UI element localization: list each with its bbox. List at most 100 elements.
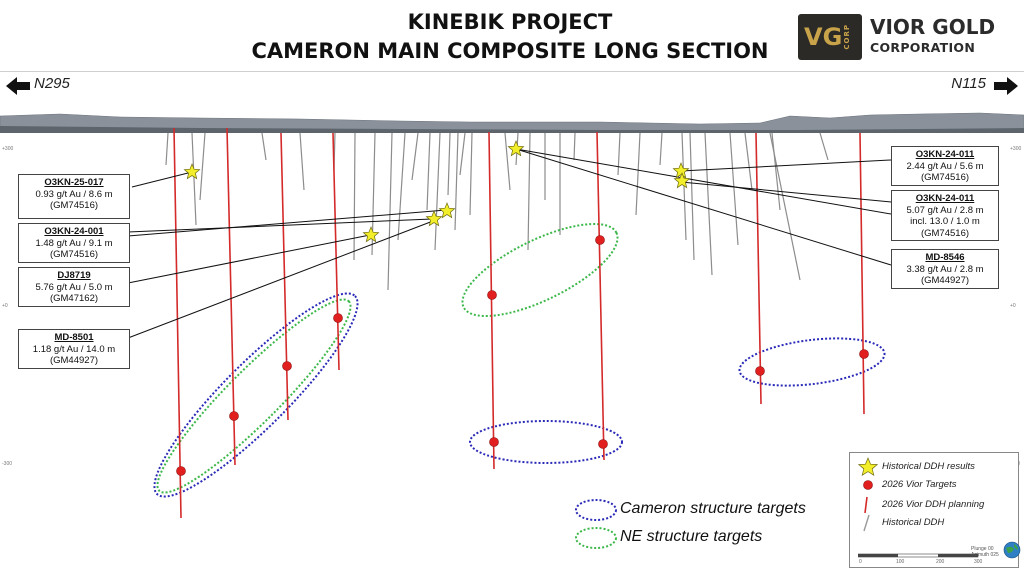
historical-ddh xyxy=(397,132,406,241)
ne-structure-targets xyxy=(156,223,619,494)
vior-target-point xyxy=(859,349,869,359)
callout-grade: 5.07 g/t Au / 2.8 m xyxy=(906,204,984,216)
plunge-azimuth: Plunge 00 Azimuth 025 xyxy=(971,546,999,558)
planned-ddh xyxy=(488,131,495,470)
arrow-right-icon xyxy=(994,77,1018,95)
historical-result-star xyxy=(507,140,525,157)
logo-badge: VG CORP xyxy=(798,14,862,60)
historical-ddh xyxy=(191,132,197,226)
elevation-tick-right-2: +0 xyxy=(1010,303,1016,309)
scale-label-300: 300 xyxy=(974,559,983,565)
historical-ddh xyxy=(454,132,459,231)
vior-target-point xyxy=(176,466,186,476)
plunge-label: Plunge 00 xyxy=(971,546,994,552)
historical-ddh xyxy=(617,132,621,176)
callout-grade: 1.18 g/t Au / 14.0 m xyxy=(32,343,116,355)
callout-incl: incl. 13.0 / 1.0 m xyxy=(910,216,980,227)
ne-target-ellipse xyxy=(156,298,352,494)
callout-leader xyxy=(680,181,892,203)
azimuth-label: Azimuth 025 xyxy=(971,552,999,558)
cameron-target-ellipse xyxy=(469,420,623,464)
historical-ddh xyxy=(387,132,393,291)
callout-leader xyxy=(680,159,892,172)
callout-hole-id: O3KN-24-011 xyxy=(915,193,975,204)
planned-ddh xyxy=(596,131,605,461)
historical-ddh xyxy=(434,132,441,251)
ne-legend-swatch xyxy=(575,527,617,549)
planned-ddh xyxy=(173,127,182,519)
planned-ddh xyxy=(755,132,762,405)
planned-ddh xyxy=(332,132,340,371)
callout-hole-id: O3KN-24-001 xyxy=(44,226,104,237)
logo-badge-text: VG xyxy=(804,23,843,51)
cameron-legend-swatch xyxy=(575,499,617,521)
historical-ddh xyxy=(744,132,753,191)
ne-legend-label: NE structure targets xyxy=(620,528,763,545)
historical-ddh xyxy=(299,132,305,191)
historical-ddh xyxy=(704,132,713,276)
planned-ddh-traces xyxy=(173,127,865,519)
callout-o3kn-24-001: O3KN-24-001 1.48 g/t Au / 9.1 m (GM74516… xyxy=(18,223,130,263)
title-line-1: KINEBIK PROJECT xyxy=(407,10,613,34)
callout-ref: (GM74516) xyxy=(49,249,99,260)
gray-line-legend-icon xyxy=(863,514,870,532)
callout-grade: 5.76 g/t Au / 5.0 m xyxy=(35,281,113,293)
historical-ddh xyxy=(447,132,451,196)
callout-dj8719: DJ8719 5.76 g/t Au / 5.0 m (GM47162) xyxy=(18,267,130,307)
orientation-globe-icon xyxy=(1003,541,1021,559)
planned-ddh xyxy=(226,127,236,466)
historical-ddh xyxy=(771,132,781,211)
callout-leader xyxy=(127,220,434,339)
historical-result-star xyxy=(425,210,443,227)
vior-target-point xyxy=(598,439,608,449)
callout-grade: 3.38 g/t Au / 2.8 m xyxy=(906,263,984,275)
callout-o3kn-24-011-b: O3KN-24-011 5.07 g/t Au / 2.8 m incl. 13… xyxy=(891,190,999,241)
cameron-legend-label: Cameron structure targets xyxy=(620,500,806,517)
vior-target-point xyxy=(282,361,292,371)
historical-result-star xyxy=(362,226,380,243)
historical-ddh xyxy=(199,132,206,201)
cameron-target-ellipse xyxy=(738,337,886,387)
legend-vior-targets: 2026 Vior Targets xyxy=(882,479,957,490)
scale-bar xyxy=(858,553,979,558)
vior-target-point xyxy=(755,366,765,376)
callout-leader xyxy=(127,218,433,233)
callout-leader xyxy=(515,148,892,215)
historical-result-stars xyxy=(183,140,691,243)
vior-target-point xyxy=(333,313,343,323)
historical-ddh xyxy=(411,132,419,181)
red-dot-legend-icon xyxy=(863,480,873,490)
vior-target-point xyxy=(229,411,239,421)
callout-leaders xyxy=(127,148,892,339)
callout-leader xyxy=(515,148,892,266)
historical-ddh xyxy=(729,132,739,246)
elevation-tick-left-1: +300 xyxy=(2,146,13,152)
planned-ddh xyxy=(859,132,865,415)
historical-result-star xyxy=(438,202,456,219)
callout-ref: (GM74516) xyxy=(920,172,970,183)
callout-grade: 1.48 g/t Au / 9.1 m xyxy=(35,237,113,249)
callout-hole-id: DJ8719 xyxy=(57,270,91,281)
scale-label-100: 100 xyxy=(896,559,905,565)
callout-leader xyxy=(127,209,447,237)
legend-ddh-planning: 2026 Vior DDH planning xyxy=(882,499,985,510)
historical-ddh xyxy=(261,132,267,161)
historical-ddh xyxy=(635,132,641,216)
historical-ddh xyxy=(681,132,687,241)
callout-hole-id: MD-8546 xyxy=(925,252,965,263)
terrain-surface-shadow xyxy=(0,126,1024,133)
logo-subtitle: CORPORATION xyxy=(870,40,976,55)
arrow-left-icon xyxy=(6,77,30,95)
company-logo: VG CORP VIOR GOLD CORPORATION xyxy=(798,14,1008,60)
historical-ddh xyxy=(573,132,576,161)
logo-name: VIOR GOLD xyxy=(870,15,996,39)
callout-o3kn-25-017: O3KN-25-017 0.93 g/t Au / 8.6 m (GM74516… xyxy=(18,174,130,219)
historical-ddh xyxy=(527,132,531,251)
planned-ddh xyxy=(280,132,289,421)
callout-ref: (GM44927) xyxy=(920,275,970,286)
historical-ddh xyxy=(459,132,466,176)
callout-ref: (GM47162) xyxy=(49,293,99,304)
callout-leader xyxy=(131,171,193,188)
historical-ddh xyxy=(659,132,663,166)
